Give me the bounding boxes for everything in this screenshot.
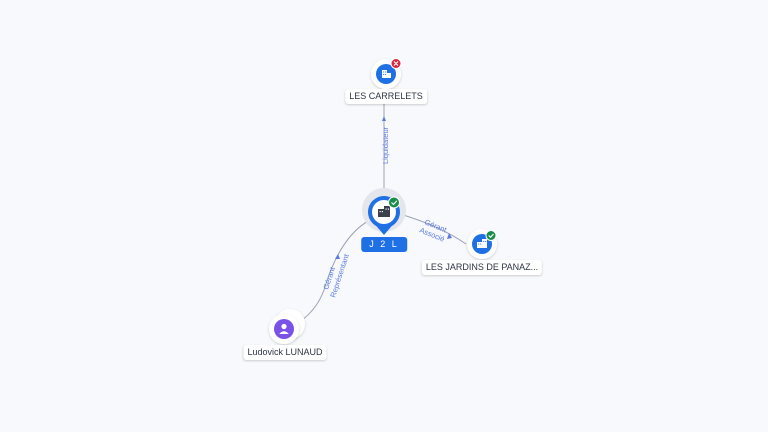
node-label-jardins[interactable]: LES JARDINS DE PANAZ... [421, 260, 543, 275]
node-carrelets[interactable] [371, 58, 402, 90]
node-label-center[interactable]: J 2 L [361, 237, 407, 252]
node-center[interactable] [362, 188, 406, 235]
active-badge-icon [485, 230, 497, 241]
person-icon [279, 323, 289, 334]
edge-to-jardins: Gérant Associé [399, 213, 467, 245]
edge-to-person: Gérant Représentant [295, 219, 371, 325]
closed-badge-icon [390, 58, 402, 69]
edge-to-carrelets: Liquidateur [381, 104, 390, 192]
building-icon [382, 70, 391, 78]
node-person[interactable] [269, 309, 305, 344]
active-badge-icon [388, 196, 400, 209]
node-label-carrelets[interactable]: LES CARRELETS [345, 89, 427, 104]
building-icon [477, 239, 487, 248]
edge-label-liquidateur: Liquidateur [381, 126, 390, 164]
node-jardins[interactable] [467, 229, 497, 259]
node-label-person[interactable]: Ludovick LUNAUD [243, 345, 327, 360]
building-icon [378, 206, 390, 217]
